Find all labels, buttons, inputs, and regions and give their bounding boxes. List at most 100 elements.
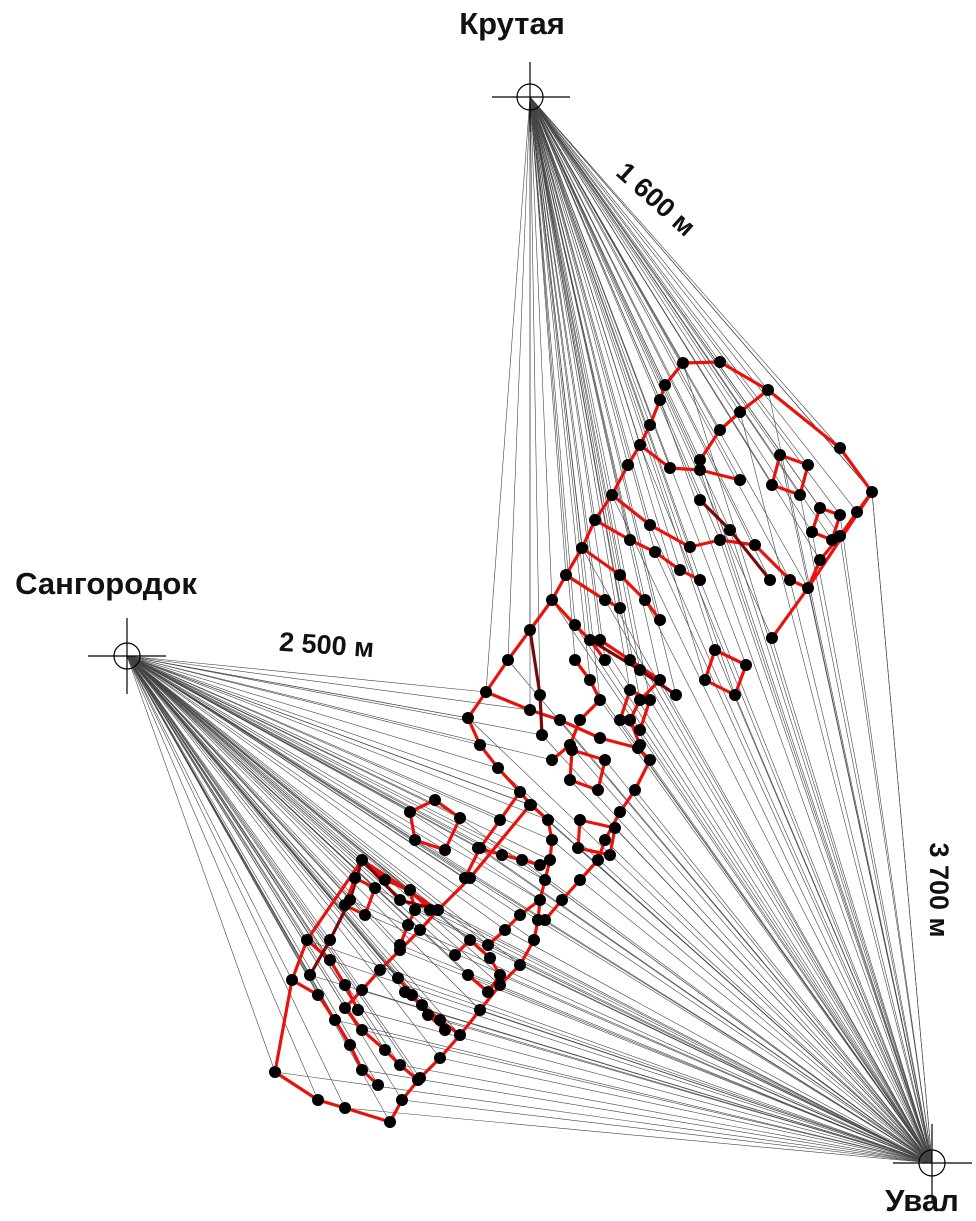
sight-line-sangorodok bbox=[126, 655, 416, 841]
network-node bbox=[462, 712, 474, 724]
network-node bbox=[709, 644, 721, 656]
network-node bbox=[634, 724, 646, 736]
network-node bbox=[409, 904, 421, 916]
network-node bbox=[677, 357, 689, 369]
sight-line-uval bbox=[659, 399, 933, 1164]
sight-line-sangorodok bbox=[126, 655, 489, 946]
sight-line-uval bbox=[574, 624, 933, 1164]
network-node bbox=[584, 674, 596, 686]
network-node bbox=[784, 574, 796, 586]
network-node bbox=[714, 356, 726, 368]
sight-line-sangorodok bbox=[126, 655, 481, 746]
sight-line-sangorodok bbox=[126, 655, 276, 1073]
network-node bbox=[384, 1116, 396, 1128]
network-node bbox=[524, 704, 536, 716]
sight-line-uval bbox=[357, 1009, 933, 1164]
network-node bbox=[576, 542, 588, 554]
sight-line-krutaya bbox=[529, 96, 651, 426]
network-segment-dark bbox=[528, 629, 544, 736]
network-node bbox=[352, 1004, 364, 1016]
sight-line-krutaya bbox=[529, 96, 747, 666]
network-node bbox=[494, 979, 506, 991]
network-node bbox=[714, 534, 726, 546]
sight-line-krutaya bbox=[529, 96, 813, 533]
sight-line-sangorodok bbox=[126, 655, 543, 736]
sight-line-uval bbox=[739, 411, 933, 1164]
sight-line-sangorodok bbox=[126, 655, 346, 906]
network-node bbox=[269, 1066, 281, 1078]
sight-line-uval bbox=[399, 1064, 933, 1164]
network-node bbox=[734, 474, 746, 486]
station-marker-sangorodok bbox=[88, 618, 166, 694]
network-node bbox=[629, 784, 641, 796]
sight-line-uval bbox=[361, 1069, 933, 1164]
network-segment bbox=[477, 846, 541, 867]
network-node bbox=[694, 494, 706, 506]
network-node bbox=[414, 924, 426, 936]
network-node bbox=[372, 1079, 384, 1091]
sight-line-uval bbox=[439, 1057, 933, 1164]
sight-line-uval bbox=[467, 717, 933, 1164]
network-node bbox=[622, 459, 634, 471]
sight-line-krutaya bbox=[529, 96, 721, 541]
sight-line-uval bbox=[344, 904, 933, 1164]
network-node bbox=[606, 489, 618, 501]
sight-line-uval bbox=[604, 759, 933, 1164]
network-node bbox=[492, 762, 504, 774]
network-node bbox=[394, 894, 406, 906]
network-node bbox=[740, 659, 752, 671]
sight-line-sangorodok bbox=[126, 655, 446, 851]
sight-line-uval bbox=[799, 494, 933, 1164]
network-node bbox=[494, 814, 506, 826]
sight-line-uval bbox=[467, 974, 933, 1164]
sight-line-krutaya bbox=[529, 96, 661, 681]
network-segment bbox=[463, 791, 522, 879]
network-node bbox=[574, 814, 586, 826]
network-node bbox=[374, 964, 386, 976]
network-node bbox=[714, 424, 726, 436]
distance-label-krutaya: 1 600 м bbox=[611, 156, 702, 242]
network-node bbox=[301, 934, 313, 946]
sight-line-sangorodok bbox=[126, 655, 469, 719]
sight-line-uval bbox=[682, 362, 933, 1164]
network-node bbox=[402, 919, 414, 931]
sight-line-uval bbox=[599, 699, 933, 1164]
sight-line-uval bbox=[439, 1019, 933, 1164]
network-node bbox=[359, 909, 371, 921]
sight-line-krutaya bbox=[529, 96, 781, 456]
sight-line-sangorodok bbox=[126, 655, 501, 976]
sight-line-uval bbox=[807, 587, 933, 1164]
sight-line-sangorodok bbox=[126, 655, 376, 889]
sight-line-uval bbox=[437, 909, 933, 1164]
sight-line-uval bbox=[551, 599, 933, 1164]
sight-line-krutaya bbox=[529, 96, 716, 651]
network-node bbox=[524, 799, 536, 811]
sight-line-uval bbox=[634, 789, 933, 1164]
sight-line-uval bbox=[644, 599, 933, 1164]
sight-line-sangorodok bbox=[126, 655, 346, 1109]
network-node bbox=[379, 874, 391, 886]
station-label-uval: Увал bbox=[885, 1183, 959, 1218]
network-node bbox=[614, 806, 626, 818]
network-segment bbox=[682, 360, 874, 639]
station-label-sangorodok: Сангородок bbox=[15, 566, 197, 601]
network-node bbox=[534, 689, 546, 701]
sight-line-uval bbox=[334, 1019, 933, 1164]
sight-line-uval bbox=[541, 734, 933, 1164]
network-segment bbox=[486, 898, 541, 947]
sight-line-krutaya bbox=[529, 96, 701, 471]
network-node bbox=[539, 914, 551, 926]
network-node bbox=[480, 686, 492, 698]
sight-line-sangorodok bbox=[126, 655, 401, 946]
network-node bbox=[599, 594, 611, 606]
sight-line-uval bbox=[599, 639, 933, 1164]
network-node bbox=[599, 654, 611, 666]
network-node bbox=[634, 664, 646, 676]
sight-line-krutaya bbox=[529, 96, 576, 626]
network-node bbox=[614, 714, 626, 726]
sight-line-uval bbox=[309, 974, 933, 1164]
sight-line-krutaya bbox=[529, 96, 841, 449]
sight-line-sangorodok bbox=[126, 655, 503, 856]
sight-line-uval bbox=[399, 944, 933, 1164]
sight-line-uval bbox=[349, 899, 933, 1164]
